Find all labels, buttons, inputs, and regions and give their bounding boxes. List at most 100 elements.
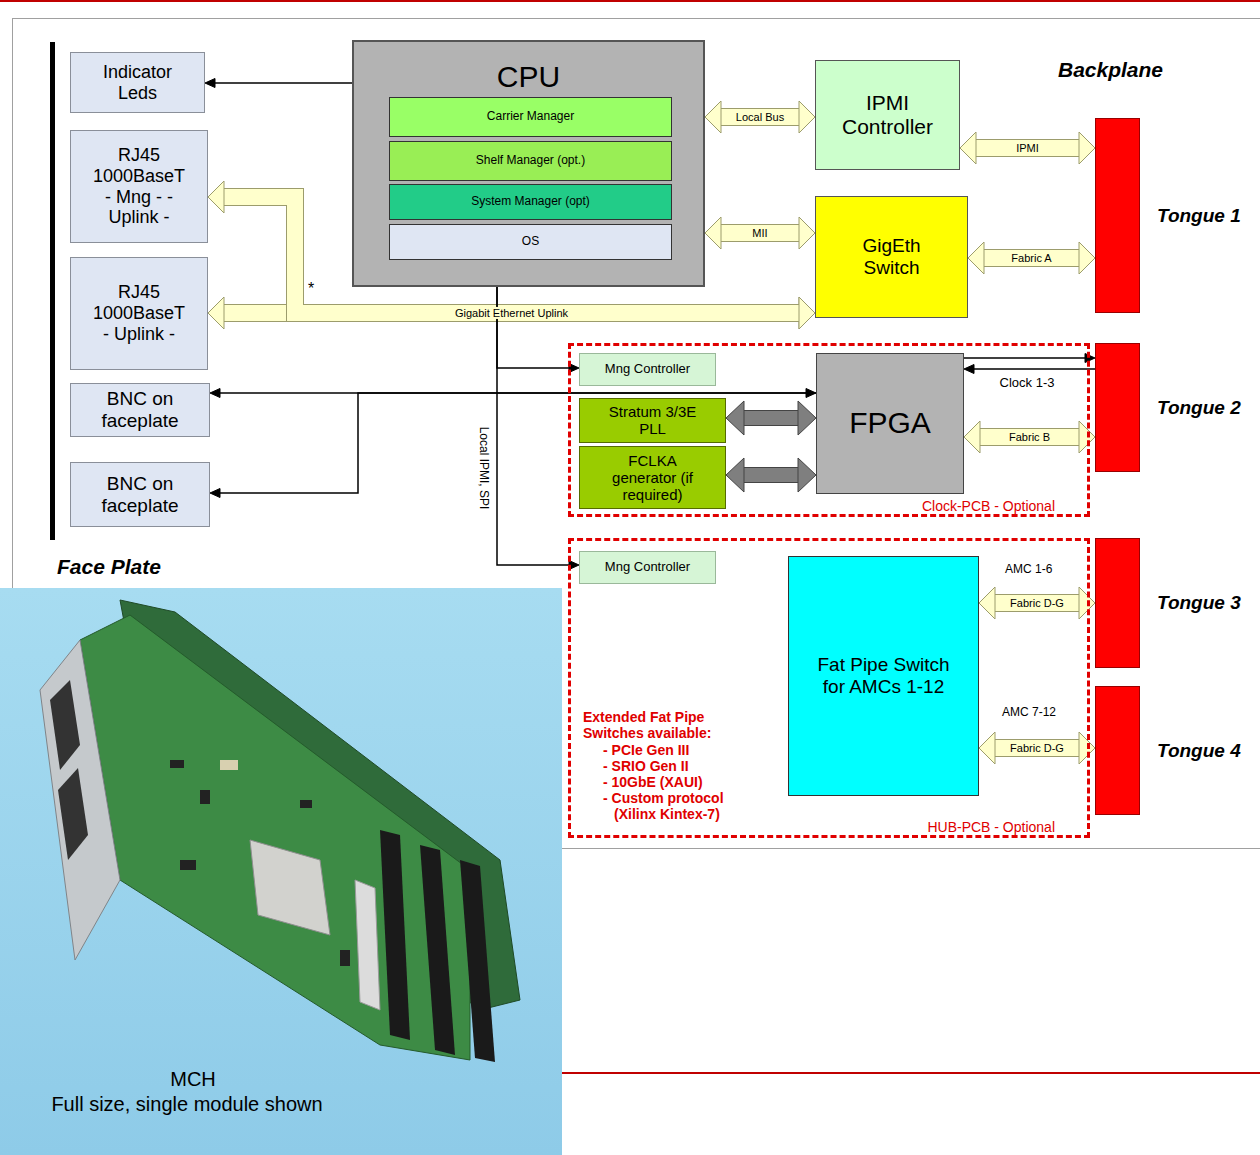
bus-arrow xyxy=(208,181,815,329)
faceplate-box: Indicator Leds xyxy=(70,52,205,113)
arrow-outline xyxy=(980,428,1079,446)
component xyxy=(200,790,210,804)
arrow-head xyxy=(1079,587,1095,619)
arrow-head xyxy=(799,101,815,133)
arrow-outline xyxy=(984,249,1079,267)
backplane-tongue: Tongue 2 xyxy=(1095,343,1140,472)
controller-box: Mng Controller xyxy=(579,353,716,386)
bus-arrow xyxy=(979,732,1095,764)
tongue-label: Tongue 1 xyxy=(1157,205,1241,227)
arrow-body xyxy=(995,595,1079,611)
main-pcb xyxy=(80,615,470,1060)
arrow-head xyxy=(726,458,744,492)
edge-connector xyxy=(460,860,495,1062)
controller-box: IPMI Controller xyxy=(815,60,960,170)
region-label: Clock-PCB - Optional xyxy=(922,499,1055,513)
node-label: BNC on faceplate xyxy=(90,388,190,432)
arrow-head xyxy=(798,401,816,435)
arrow-head xyxy=(979,732,995,764)
arrow-head xyxy=(210,489,220,498)
generator-box: FCLKA generator (if required) xyxy=(579,446,726,509)
node-label: IPMI Controller xyxy=(825,91,950,139)
faceplate-heading: Face Plate xyxy=(57,555,161,579)
arrow-body xyxy=(976,140,1079,156)
node-label: Mng Controller xyxy=(605,560,690,575)
software-module: OS xyxy=(389,224,672,260)
photo-ground xyxy=(0,588,562,1155)
component xyxy=(180,860,196,870)
tongue-label: Tongue 3 xyxy=(1157,592,1241,614)
node-label: CPU xyxy=(354,60,703,95)
node-label: Shelf Manager (opt.) xyxy=(476,154,585,168)
bus-arrow xyxy=(960,132,1095,164)
arrow-body xyxy=(744,468,798,482)
arrow-body xyxy=(984,250,1079,266)
photo-caption: MCH xyxy=(170,1068,216,1091)
option-item: - 10GbE (XAUI) xyxy=(603,774,703,790)
signal-line xyxy=(497,287,579,570)
bus-arrow xyxy=(979,587,1095,619)
cpu-box: CPU Carrier ManagerShelf Manager (opt.) Sy… xyxy=(352,40,705,287)
bus-arrow xyxy=(726,401,816,435)
face-plate-bar xyxy=(50,42,55,540)
arrow-head xyxy=(799,297,815,329)
amc-range: AMC 1-6 xyxy=(1005,563,1052,577)
arrow-head xyxy=(205,79,215,88)
arrow-head xyxy=(1079,132,1095,164)
bus-arrow xyxy=(968,242,1095,274)
signal-line xyxy=(964,365,1095,374)
arrow-body xyxy=(980,429,1079,445)
rj45-port xyxy=(50,680,80,770)
connector-label: Gigabit Ethernet Uplink xyxy=(453,307,570,319)
arrow-head xyxy=(1079,732,1095,764)
line-body xyxy=(497,287,569,368)
bus-arrow xyxy=(705,101,815,133)
arrow-head xyxy=(1079,242,1095,274)
bracket xyxy=(355,880,380,1010)
connector-label: IPMI xyxy=(1014,142,1041,154)
arrow-head xyxy=(799,297,815,329)
tongue-label: Tongue 2 xyxy=(1157,397,1241,419)
connector-label: Fabric D-G xyxy=(1008,597,1066,609)
connector-label: Fabric D-G xyxy=(1008,742,1066,754)
component xyxy=(220,760,238,770)
arrow-head xyxy=(210,389,220,398)
switch-box: Fat Pipe Switch for AMCs 1-12 xyxy=(788,556,979,796)
arrow-body xyxy=(744,411,798,425)
option-note: Extended Fat Pipe Switches available: xyxy=(583,709,733,741)
rj45-port xyxy=(58,768,88,860)
backplane-tongue: Tongue 4 xyxy=(1095,686,1140,815)
option-item: - Custom protocol (Xilinx Kintex-7) xyxy=(603,790,753,822)
connector-label: Fabric A xyxy=(1009,252,1053,264)
node-label: FPGA xyxy=(849,406,931,441)
node-label: BNC on faceplate xyxy=(90,473,190,517)
line-body xyxy=(974,368,1095,370)
amc-range: AMC 7-12 xyxy=(1002,706,1056,720)
arrow-head xyxy=(979,587,995,619)
arrow-outline xyxy=(721,224,799,242)
arrow-head xyxy=(968,242,984,274)
arrow-head xyxy=(964,365,974,374)
arrow-head xyxy=(798,458,816,492)
node-label: OS xyxy=(522,235,539,249)
line-body xyxy=(964,357,1085,359)
node-label: FCLKA generator (if required) xyxy=(608,452,698,504)
photo-caption: Full size, single module shown xyxy=(51,1093,322,1116)
node-label: System Manager (opt) xyxy=(471,195,590,209)
arrow-outline xyxy=(744,467,798,483)
arrow-outline xyxy=(721,108,799,126)
arrow-head xyxy=(208,297,224,329)
node-label: Carrier Manager xyxy=(487,110,574,124)
connector-label: Fabric B xyxy=(1007,431,1052,443)
node-label: Mng Controller xyxy=(605,362,690,377)
node-label: RJ45 1000BaseT - Uplink - xyxy=(89,282,189,344)
edge-connector xyxy=(380,830,410,1040)
faceplate-box: RJ45 1000BaseT - Mng - - Uplink - xyxy=(70,130,208,243)
module-photo xyxy=(0,588,562,1155)
fpga-box: FPGA xyxy=(816,353,964,494)
backplane-tongue: Tongue 1 xyxy=(1095,118,1140,313)
bus-arrow xyxy=(964,421,1095,453)
arrow-head xyxy=(705,101,721,133)
arrow-head xyxy=(726,401,744,435)
faceplate-box: BNC on faceplate xyxy=(70,462,210,527)
